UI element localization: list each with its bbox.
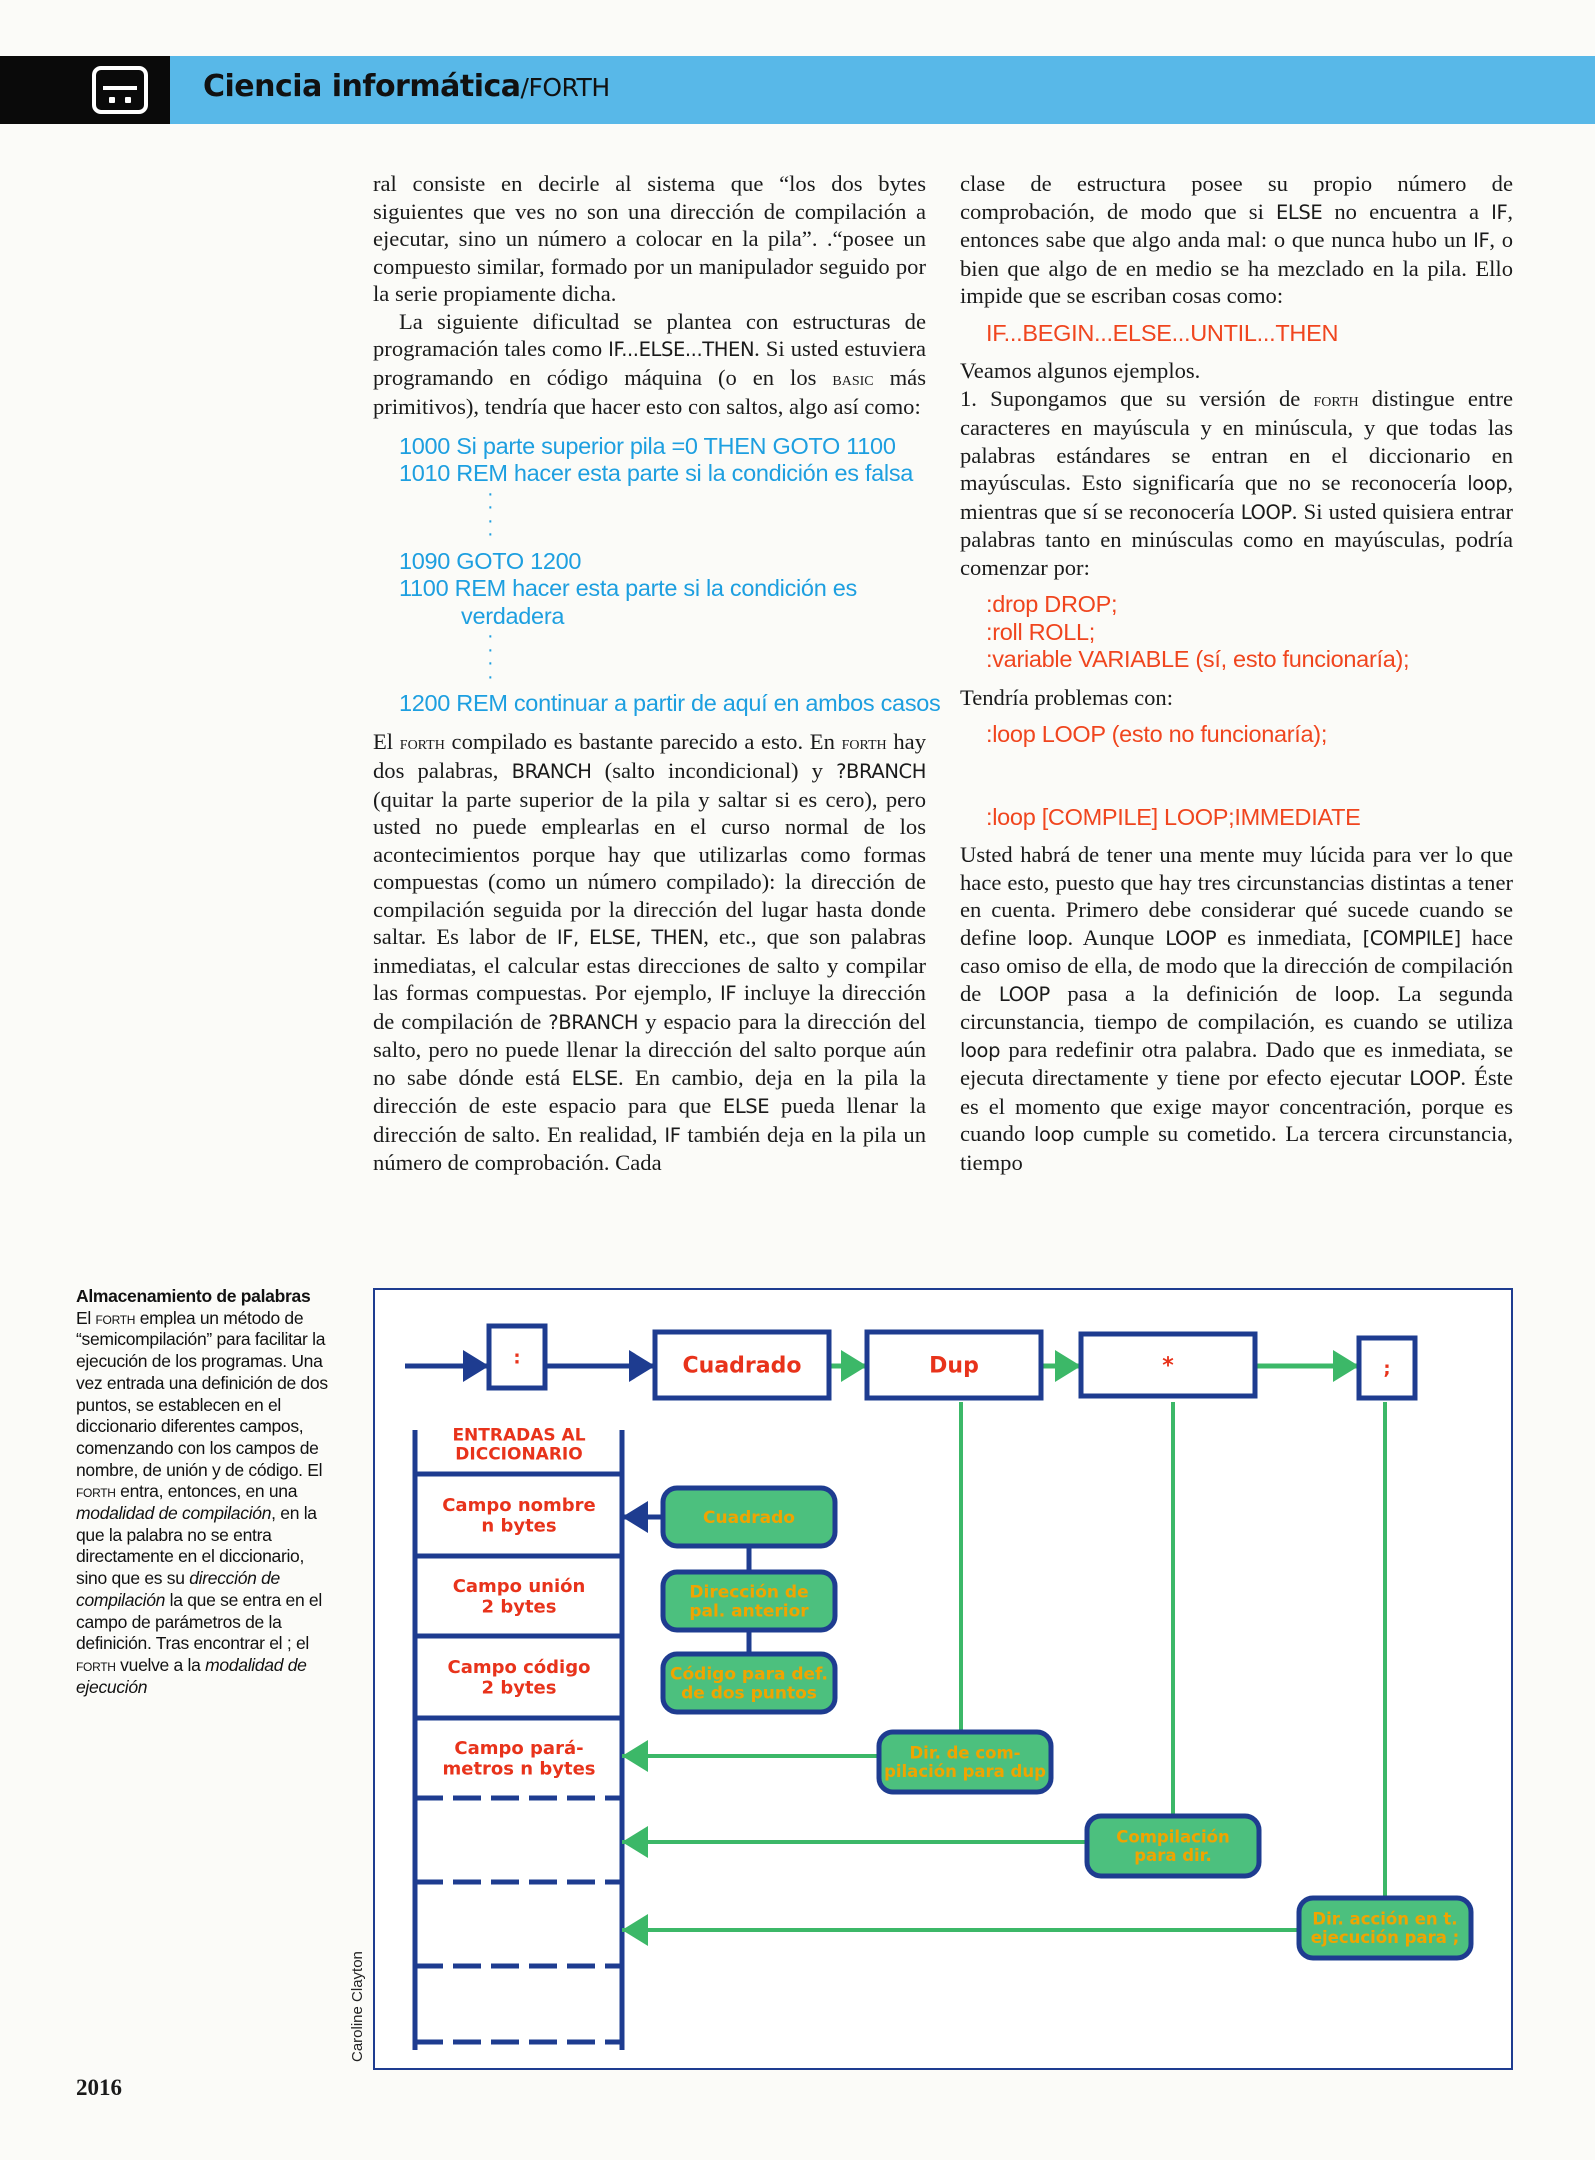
word-box	[1356, 1335, 1418, 1401]
word-box-label: *	[1162, 1354, 1174, 1379]
dict-heading: ENTRADAS AL	[452, 1425, 585, 1445]
word-box-label: ;	[1383, 1358, 1390, 1379]
code-listing-basic: 1000 Si parte superior pila =0 THEN GOTO…	[399, 432, 941, 718]
flow-arrow-green-head	[1055, 1350, 1081, 1382]
word-box	[486, 1323, 548, 1391]
header-black-block	[0, 56, 170, 124]
code-example: IF...BEGIN...ELSE...UNTIL...THEN	[986, 320, 1513, 348]
ellipsis-dots: ····	[487, 625, 494, 688]
code-line: 1000 Si parte superior pila =0 THEN GOTO…	[399, 432, 896, 459]
code-line: 1090 GOTO 1200	[399, 547, 582, 574]
address-label: Dir. de com-	[909, 1744, 1020, 1763]
left-column: ral consiste en decirle al sistema que “…	[373, 170, 941, 1177]
field-arrow-head	[622, 1501, 648, 1533]
field-value-label: Código para def.	[670, 1664, 828, 1684]
param-arrow-head	[622, 1740, 648, 1772]
address-pill	[876, 1729, 1054, 1795]
code-line: :roll ROLL;	[986, 618, 1096, 645]
field-value-pill	[660, 1651, 838, 1715]
code-example: :drop DROP; :roll ROLL; :variable VARIAB…	[986, 591, 1513, 674]
address-label: Compilación	[1116, 1828, 1229, 1847]
dict-field-label: Campo pará-	[454, 1738, 583, 1759]
dict-field-label: n bytes	[481, 1515, 556, 1536]
flow-arrow-head	[629, 1350, 655, 1382]
dict-field-label: Campo nombre	[442, 1495, 596, 1516]
paragraph: 1. Supongamos que su versión de forth di…	[960, 385, 1513, 580]
dict-field-label: 2 bytes	[482, 1596, 557, 1617]
code-line: :drop DROP;	[986, 591, 1118, 617]
field-value-pill	[660, 1485, 838, 1549]
word-box-label: Cuadrado	[683, 1354, 802, 1379]
flow-arrow-green-head	[1333, 1350, 1359, 1382]
page-subtitle: /FORTH	[520, 73, 611, 102]
paragraph: Usted habrá de tener una mente muy lúcid…	[960, 842, 1514, 1175]
field-value-pill	[660, 1569, 838, 1633]
word-box-label: Dup	[929, 1354, 979, 1379]
flow-arrow-start-head	[463, 1350, 489, 1382]
address-pill	[1084, 1813, 1262, 1879]
dict-field-label: Campo unión	[453, 1576, 586, 1597]
header-band: Ciencia informática/FORTH	[0, 56, 1595, 124]
word-box	[864, 1329, 1044, 1401]
paragraph: ral consiste en decirle al sistema que “…	[373, 171, 926, 306]
code-line: verdadera	[461, 602, 565, 629]
field-value-label: Dirección de	[689, 1582, 808, 1602]
flow-arrow-green-head	[841, 1350, 867, 1382]
field-value-label: pal. anterior	[689, 1601, 809, 1621]
computer-logo-icon	[92, 66, 148, 114]
caption-title: Almacenamiento de palabras	[76, 1286, 311, 1306]
code-line: :loop [COMPILE] LOOP;IMMEDIATE	[986, 803, 1361, 830]
illustrator-credit: Caroline Clayton	[349, 1951, 366, 2062]
field-value-label: de dos puntos	[681, 1683, 817, 1703]
address-pill	[1296, 1895, 1474, 1961]
paragraph: La siguiente dificultad se plantea con e…	[373, 308, 926, 420]
paragraph: Veamos algunos ejemplos.	[960, 358, 1201, 383]
code-example: :loop [COMPILE] LOOP;IMMEDIATE	[986, 804, 1513, 832]
figure-caption: Almacenamiento de palabras El forth empl…	[76, 1286, 336, 1698]
right-column: clase de estructura posee su propio núme…	[960, 170, 1513, 1176]
ellipsis-dots: ····	[487, 482, 494, 545]
code-line: :loop LOOP (esto no funcionaría);	[986, 721, 1328, 747]
code-line: :variable VARIABLE (sí, esto funcionaría…	[986, 646, 1410, 672]
code-example: :loop LOOP (esto no funcionaría);	[986, 721, 1513, 749]
dict-heading: DICCIONARIO	[455, 1444, 582, 1464]
page-number: 2016	[76, 2075, 122, 2100]
word-box	[1078, 1331, 1258, 1399]
word-box	[652, 1329, 832, 1401]
word-box-label: :	[513, 1347, 520, 1368]
dict-field-label: 2 bytes	[482, 1677, 557, 1698]
address-label: para dir.	[1134, 1846, 1211, 1865]
param-arrow-head	[622, 1826, 648, 1858]
paragraph: El forth compilado es bastante parecido …	[373, 728, 927, 1176]
dict-field-label: metros n bytes	[442, 1758, 595, 1779]
field-value-label: Cuadrado	[703, 1508, 795, 1528]
code-line: IF...BEGIN...ELSE...UNTIL...THEN	[986, 319, 1339, 346]
address-label: Dir. acción en t.	[1312, 1910, 1457, 1929]
page-title: Ciencia informática/FORTH	[203, 69, 610, 104]
paragraph: Tendría problemas con:	[960, 684, 1173, 710]
address-label: pilación para dup	[884, 1762, 1046, 1781]
code-line: 1100 REM hacer esta parte si la condició…	[399, 575, 857, 601]
code-line: 1200 REM continuar a partir de aquí en a…	[399, 690, 941, 716]
dict-field-label: Campo código	[448, 1657, 591, 1678]
paragraph: clase de estructura posee su propio núme…	[960, 171, 1513, 308]
param-arrow-head	[622, 1914, 648, 1946]
code-line: 1010 REM hacer esta parte si la condició…	[399, 460, 914, 486]
address-label: ejecución para ;	[1311, 1928, 1459, 1947]
